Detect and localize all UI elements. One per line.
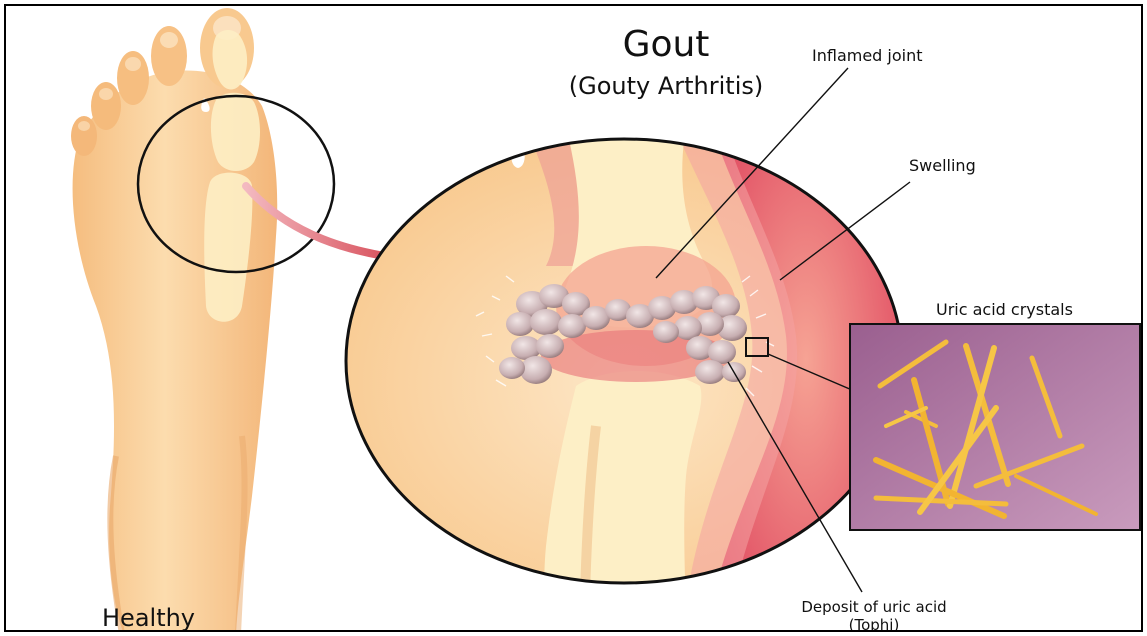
label-deposit-line2: (Tophi) bbox=[784, 616, 964, 632]
healthy-foot bbox=[71, 8, 277, 632]
diagram-title: Gout bbox=[526, 24, 806, 65]
label-swelling: Swelling bbox=[909, 156, 976, 175]
zoomed-joint bbox=[346, 86, 906, 632]
label-deposit: Deposit of uric acid (Tophi) bbox=[784, 598, 964, 632]
label-deposit-line1: Deposit of uric acid bbox=[784, 598, 964, 616]
label-inflamed-joint: Inflamed joint bbox=[812, 46, 923, 65]
diagram-subtitle: (Gouty Arthritis) bbox=[496, 72, 836, 100]
figure-frame: Gout (Gouty Arthritis) Inflamed joint Sw… bbox=[4, 4, 1143, 632]
crystal-inset bbox=[850, 324, 1140, 530]
label-healthy: Healthy bbox=[102, 604, 195, 632]
label-uric-acid-crystals: Uric acid crystals bbox=[936, 300, 1073, 319]
